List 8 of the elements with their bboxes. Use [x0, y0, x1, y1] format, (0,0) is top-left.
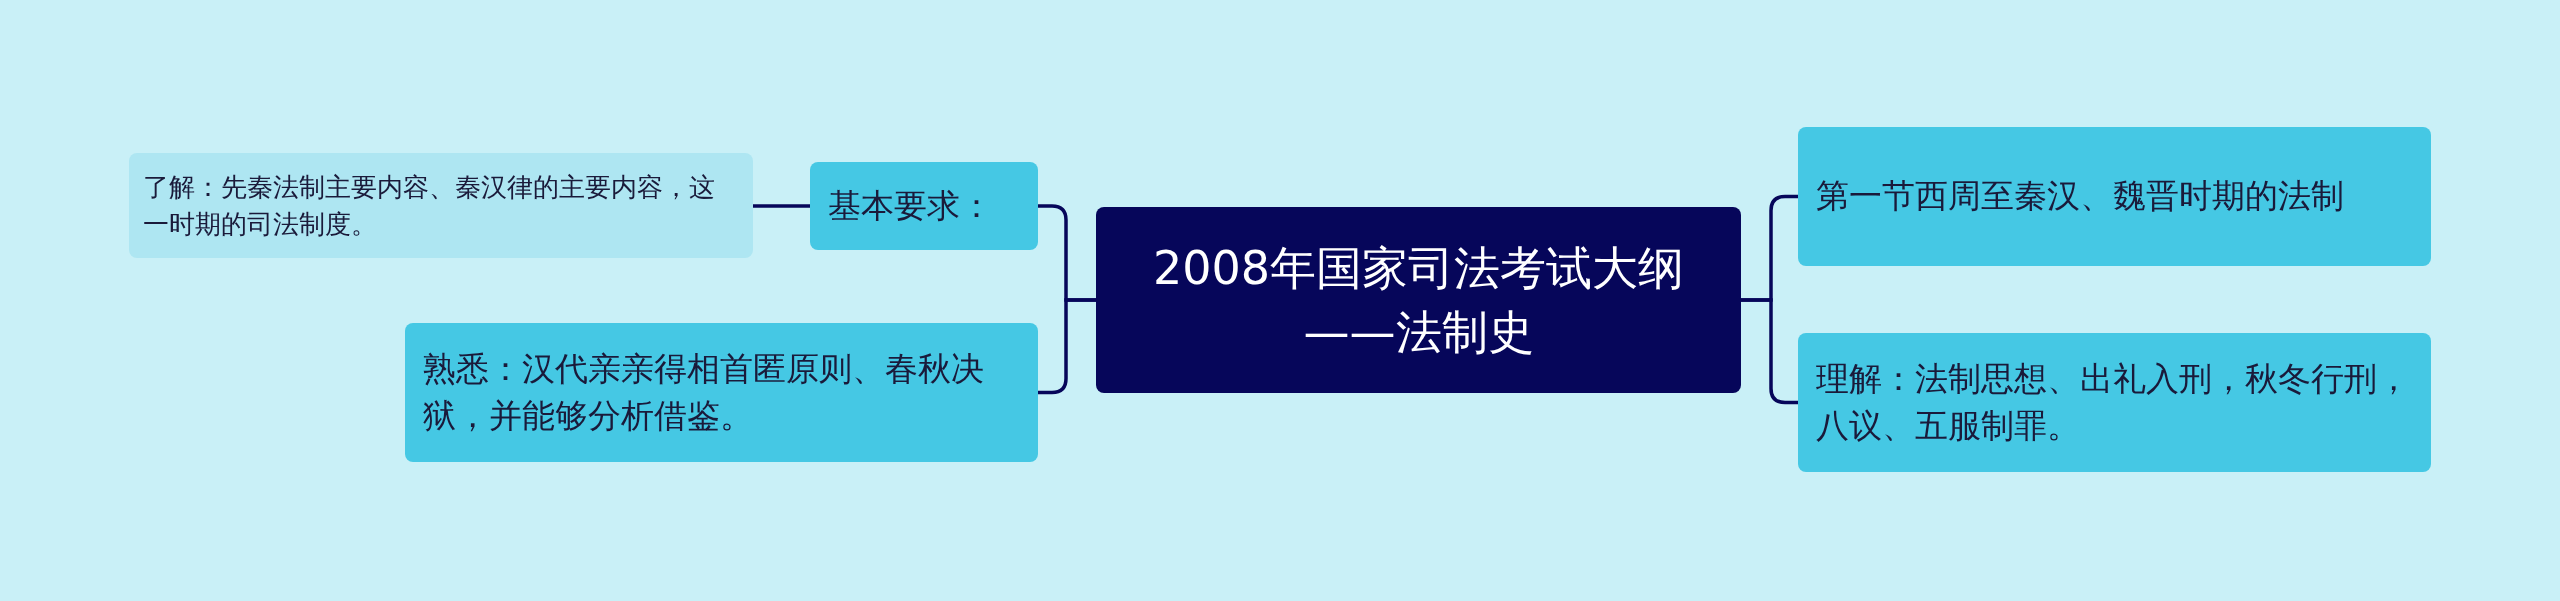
central-topic-box: 2008年国家司法考试大纲——法制史 — [1096, 207, 1741, 393]
topic-box: 第一节西周至秦汉、魏晋时期的法制 — [1798, 127, 2431, 266]
connector-line — [753, 204, 810, 208]
topic-box: 理解：法制思想、出礼入刑，秋冬行刑，八议、五服制罪。 — [1798, 333, 2431, 472]
topic-box: 基本要求： — [810, 162, 1038, 250]
note-box: 了解：先秦法制主要内容、秦汉律的主要内容，这一时期的司法制度。 — [129, 153, 753, 258]
connector-line — [1741, 298, 1798, 405]
topic-box: 熟悉：汉代亲亲得相首匿原则、春秋决狱，并能够分析借鉴。 — [405, 323, 1038, 462]
